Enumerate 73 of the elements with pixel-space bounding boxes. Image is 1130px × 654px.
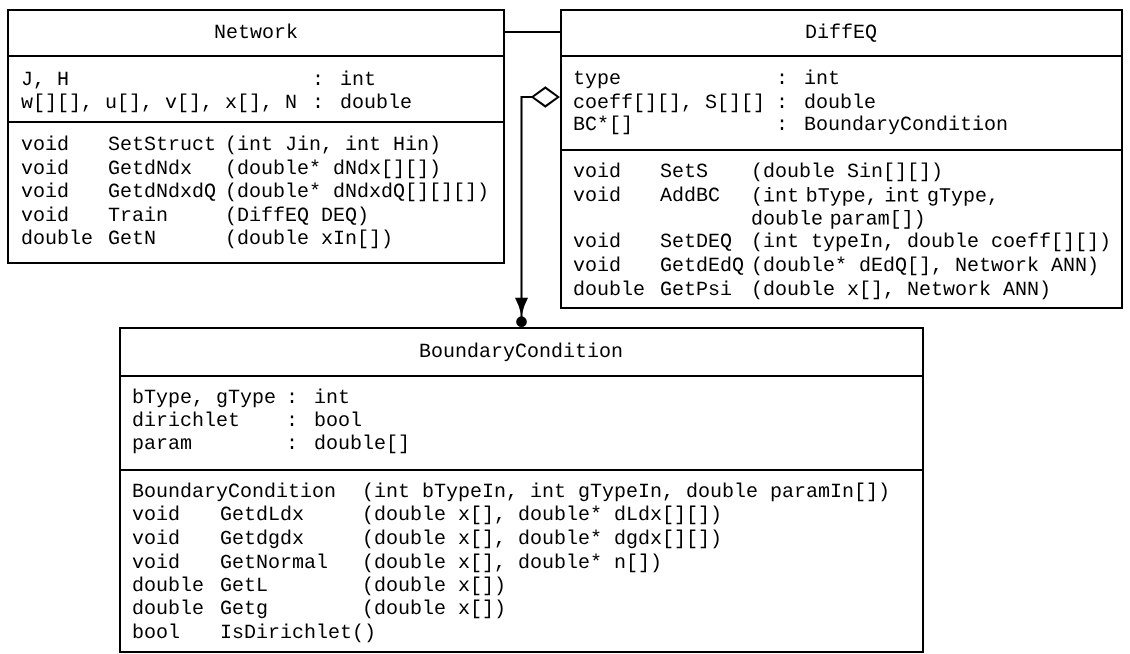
member-text: type [574, 70, 620, 89]
member-text: (double x[]) [365, 576, 503, 596]
member-text: (double x[]) [365, 599, 503, 619]
member-text: (double* dEdQ[], Network ANN) [754, 256, 1096, 276]
member-text: GetL [221, 577, 267, 592]
association-line [504, 31, 561, 33]
member-text: BoundaryCondition [133, 482, 335, 502]
member-text: SetS [660, 163, 708, 178]
member-text: void [573, 256, 620, 272]
member-text: (double Sin[][]) [754, 162, 940, 182]
class-box [560, 9, 1123, 309]
member-text: void [21, 135, 68, 151]
member-text: (int typeIn, double coeff[][]) [754, 232, 1108, 252]
member-text: w[][], u[], v[], x[], N [21, 93, 296, 113]
member-text: void [573, 232, 620, 248]
member-text: GetPsi [661, 280, 731, 296]
member-text: IsDirichlet() [221, 623, 373, 643]
member-text: (int bTypeIn, int gTypeIn, double paramIn[]) [365, 482, 887, 502]
member-text: : double [780, 93, 875, 109]
class-name: DiffEQ [806, 23, 877, 42]
member-text: AddBC [660, 186, 720, 202]
member-text: param [133, 438, 191, 454]
class-box [7, 9, 505, 264]
member-text: Getdgdx [221, 529, 304, 549]
member-text: : BoundaryCondition [780, 115, 1007, 135]
member-text: (DiffEQ DEQ) [228, 206, 366, 226]
member-text: double [22, 229, 92, 245]
member-text: : double[] [290, 434, 406, 454]
member-text: : int [290, 388, 348, 404]
member-text: void [21, 159, 68, 175]
member-text: : double [316, 93, 411, 109]
member-text: SetDEQ [660, 233, 732, 251]
member-text: (double* dNdxdQ[][][]) [228, 182, 486, 202]
member-text: (int bType, int gType, double param[]) [752, 187, 994, 229]
member-text: : int [316, 70, 374, 86]
member-text: bType, gType [133, 388, 275, 408]
member-text: double [574, 280, 644, 296]
member-text: void [573, 186, 620, 202]
member-text: (double xIn[]) [228, 229, 390, 249]
member-text: Train [108, 206, 167, 222]
member-text: void [573, 162, 620, 178]
member-text: BC*[] [574, 115, 629, 135]
member-text: GetdLdx [221, 505, 304, 521]
member-text: void [132, 505, 179, 521]
member-text: double [133, 576, 203, 592]
member-text: J, H [22, 71, 68, 89]
member-text: Getg [221, 600, 267, 619]
member-text: (double x[], double* dLdx[][]) [365, 505, 719, 525]
member-text: void [132, 553, 179, 569]
member-text: dirichlet [133, 411, 238, 427]
member-text: void [21, 206, 68, 222]
member-text: GetdNdxdQ [109, 182, 216, 201]
class-name: Network [215, 23, 297, 39]
member-text: coeff[][], S[][] [574, 93, 761, 113]
member-text: GetdNdx [109, 159, 192, 175]
member-text: void [21, 182, 68, 198]
member-text: (double x[], double* dgdx[][]) [365, 529, 719, 549]
member-text: SetStruct [108, 136, 214, 151]
aggregation-arrow [515, 86, 560, 327]
member-text: (double x[], double* n[]) [365, 553, 659, 573]
member-text: : int [780, 69, 838, 85]
member-text: double [133, 599, 203, 615]
member-text: void [132, 529, 179, 545]
member-text: (double x[], Network ANN) [754, 280, 1048, 300]
member-text: bool [133, 623, 179, 639]
member-text: GetN [109, 230, 155, 245]
member-text: : bool [290, 411, 361, 427]
class-box [119, 327, 924, 653]
member-text: (int Jin, int Hin) [228, 135, 438, 155]
member-text: (double* dNdx[][]) [228, 159, 438, 179]
class-name: BoundaryCondition [420, 342, 622, 362]
member-text: GetdEdQ [661, 256, 744, 275]
member-text: GetNormal [221, 553, 327, 569]
